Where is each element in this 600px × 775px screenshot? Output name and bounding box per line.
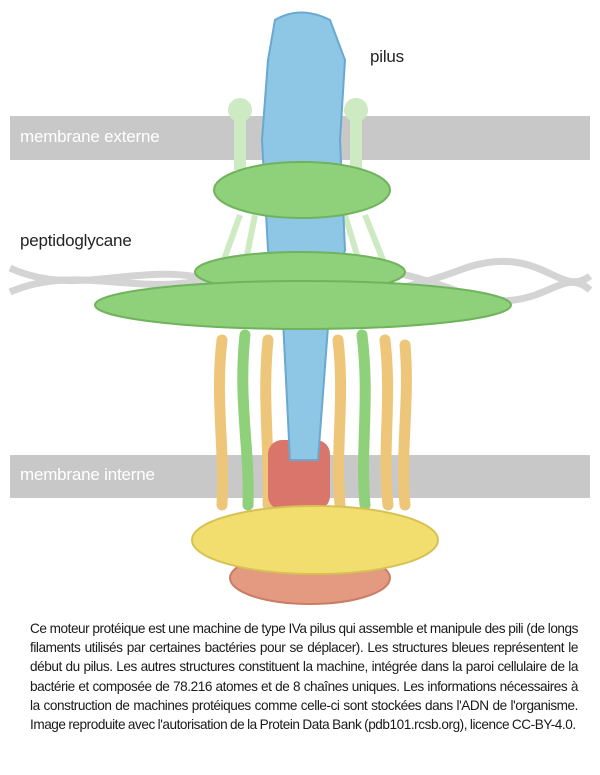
inner-membrane-label: membrane interne xyxy=(20,465,155,484)
outer-membrane-label: membrane externe xyxy=(20,127,160,146)
pilus-label: pilus xyxy=(370,47,404,66)
outer-membrane-pillars xyxy=(228,98,368,170)
figure-caption: Ce moteur protéique est une machine de t… xyxy=(30,621,578,733)
pilus-machine-illustration xyxy=(8,11,593,605)
pilus-blue xyxy=(260,11,347,461)
cytoplasmic-yellow-ring xyxy=(191,505,439,575)
peptidoglycan-green-ring xyxy=(94,280,512,330)
outer-green-ring xyxy=(213,161,391,219)
peptidoglycan-label: peptidoglycane xyxy=(20,231,132,250)
